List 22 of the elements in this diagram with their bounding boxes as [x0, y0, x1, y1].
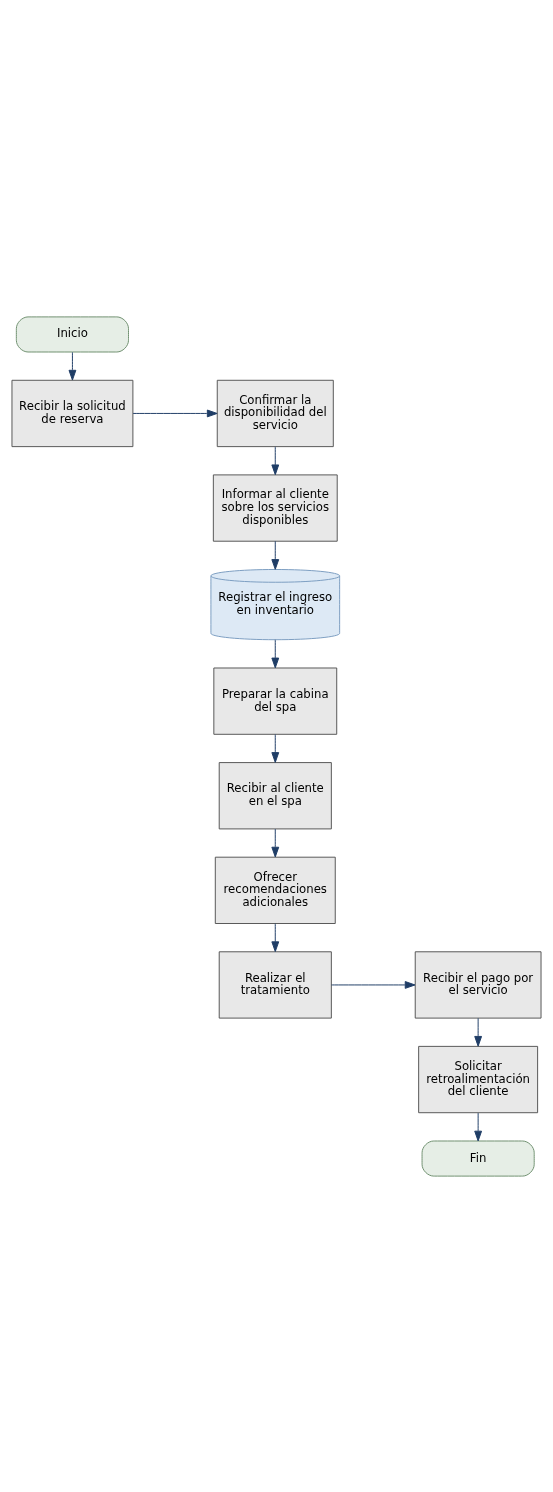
- arrow: [271, 733, 280, 763]
- node-box: Recibir la solicitud de reserva: [11, 379, 134, 447]
- arrow: [271, 638, 280, 668]
- arrow: [271, 540, 280, 570]
- arrow: [271, 922, 280, 952]
- node-box: Preparar la cabina del spa: [213, 667, 338, 735]
- node-box: Solicitar retroalimentación del cliente: [418, 1045, 539, 1113]
- node-box: Confirmar la disponibilidad del servicio: [216, 379, 334, 447]
- node-box: Fin: [421, 1140, 535, 1177]
- arrow: [474, 1112, 483, 1141]
- node-box: Recibir el pago por el servicio: [414, 950, 542, 1019]
- node-box: Recibir al cliente en el spa: [218, 761, 332, 829]
- node-box: Informar al cliente sobre los servicios disponibles: [212, 473, 338, 542]
- arrow: [331, 980, 416, 989]
- arrow: [68, 351, 77, 381]
- node-box: Realizar el tratamiento: [218, 950, 332, 1019]
- node-box: Inicio: [15, 315, 129, 352]
- node-box: Ofrecer recomendaciones adicionales: [214, 856, 336, 924]
- arrow: [271, 445, 280, 475]
- arrow: [132, 409, 218, 417]
- arrow: [271, 828, 280, 857]
- arrow: [474, 1017, 483, 1047]
